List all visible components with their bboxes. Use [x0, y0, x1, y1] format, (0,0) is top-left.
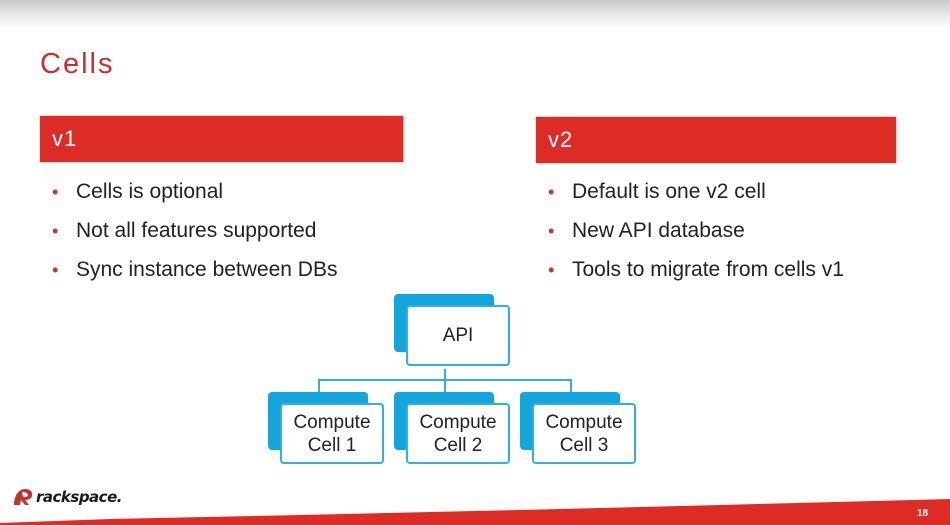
v1-heading-band: v1 [40, 116, 403, 162]
logo-wordmark: rackspace. [36, 488, 122, 506]
diagram-node-cell-3: Compute Cell 3 [520, 392, 636, 464]
v2-heading: v2 [548, 127, 574, 152]
bullet-text: Default is one v2 cell [572, 180, 766, 203]
node-label-line: Compute [293, 411, 371, 433]
page-number: 18 [917, 508, 929, 519]
node-box: API [406, 305, 510, 366]
footer-band-shape [0, 499, 950, 525]
v1-bullet-list: • Cells is optional • Not all features sup… [52, 179, 337, 296]
node-label-line: Cell 3 [559, 434, 609, 456]
node-label: API [442, 325, 474, 346]
bullet-item: • Default is one v2 cell [548, 179, 844, 218]
rackspace-logo: rackspace. [12, 487, 122, 507]
bullet-text: New API database [572, 219, 745, 242]
node-box: Compute Cell 2 [406, 403, 510, 464]
node-box: Compute Cell 3 [532, 403, 636, 464]
bullet-text: Tools to migrate from cells v1 [572, 258, 844, 281]
bullet-dot-icon: • [52, 260, 59, 280]
node-label-line: Cell 2 [433, 434, 483, 456]
bullet-item: • Cells is optional [52, 179, 337, 218]
bullet-item: • Tools to migrate from cells v1 [548, 257, 844, 296]
bullet-item: • Sync instance between DBs [52, 257, 337, 296]
bullet-dot-icon: • [548, 260, 555, 280]
node-label-line: Cell 1 [307, 434, 357, 456]
node-label-line: Compute [545, 411, 623, 433]
v2-bullet-list: • Default is one v2 cell • New API databas… [548, 179, 844, 296]
diagram-node-cell-1: Compute Cell 1 [268, 392, 384, 464]
bullet-text: Not all features supported [76, 219, 317, 242]
v1-heading: v1 [52, 126, 78, 151]
bullet-dot-icon: • [52, 221, 59, 241]
rackspace-mark-icon [14, 489, 33, 505]
bullet-text: Cells is optional [76, 180, 224, 203]
node-label-line: Compute [419, 411, 497, 433]
bullet-text: Sync instance between DBs [76, 258, 338, 281]
footer-red-band [0, 499, 950, 525]
v2-heading-band: v2 [536, 117, 896, 163]
bullet-item: • New API database [548, 218, 844, 257]
header-shading [0, 0, 950, 30]
diagram-node-cell-2: Compute Cell 2 [394, 392, 510, 464]
bullet-dot-icon: • [548, 182, 555, 202]
node-box: Compute Cell 1 [280, 403, 384, 464]
bullet-dot-icon: • [548, 221, 555, 241]
bullet-dot-icon: • [52, 182, 59, 202]
diagram-node-api: API [394, 294, 510, 366]
bullet-item: • Not all features supported [52, 218, 337, 257]
slide-title: Cells [40, 48, 115, 80]
